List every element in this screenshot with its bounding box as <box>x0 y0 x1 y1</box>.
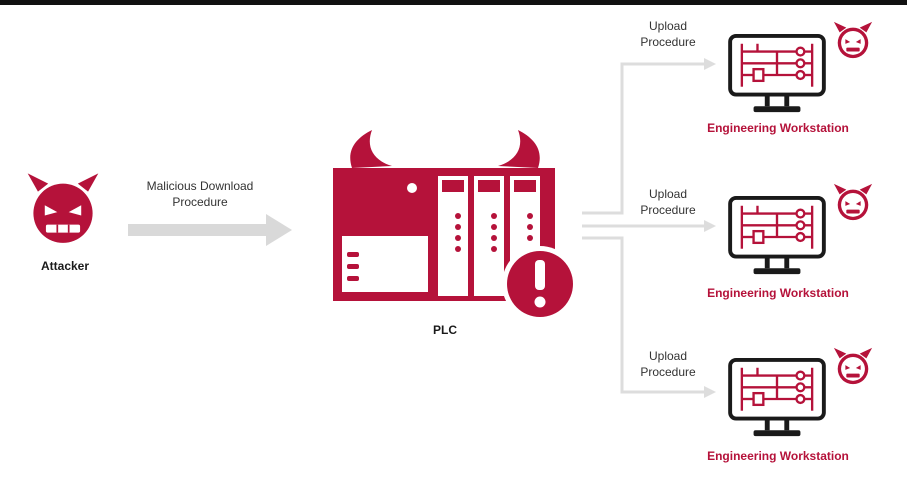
upload-label-3-line1: Upload <box>648 349 688 363</box>
workstation-1-label: Engineering Workstation <box>707 121 849 135</box>
download-arrow-label: Malicious Download Procedure <box>120 178 280 210</box>
workstation-3-monitor-icon <box>730 360 824 436</box>
upload-label-1-line1: Upload <box>648 19 688 33</box>
exclamation-warning-icon <box>502 246 578 322</box>
workstation-1-monitor-icon <box>730 36 824 112</box>
attacker-devil-icon <box>26 172 100 244</box>
upload-label-2: Upload Procedure <box>626 186 710 218</box>
workstation-3-devil-badge-icon <box>833 347 873 385</box>
upload-arrowheads <box>704 58 716 398</box>
top-border <box>0 0 907 5</box>
workstation-1-devil-badge-icon <box>833 21 873 59</box>
workstation-2-devil-badge-icon <box>833 183 873 221</box>
plc-label: PLC <box>433 323 457 337</box>
workstation-2-monitor-icon <box>730 198 824 274</box>
upload-label-3-line2: Procedure <box>640 365 696 379</box>
workstation-3-label: Engineering Workstation <box>707 449 849 463</box>
download-label-line1: Malicious Download <box>146 179 254 193</box>
attacker-label: Attacker <box>40 259 90 273</box>
upload-label-1-line2: Procedure <box>640 35 696 49</box>
upload-label-2-line2: Procedure <box>640 203 696 217</box>
workstation-2-label: Engineering Workstation <box>707 286 849 300</box>
download-label-line2: Procedure <box>172 195 228 209</box>
upload-label-1: Upload Procedure <box>626 18 710 50</box>
upload-connectors <box>582 62 706 394</box>
upload-label-2-line1: Upload <box>648 187 688 201</box>
upload-label-3: Upload Procedure <box>626 348 710 380</box>
malicious-download-arrow <box>128 214 292 246</box>
